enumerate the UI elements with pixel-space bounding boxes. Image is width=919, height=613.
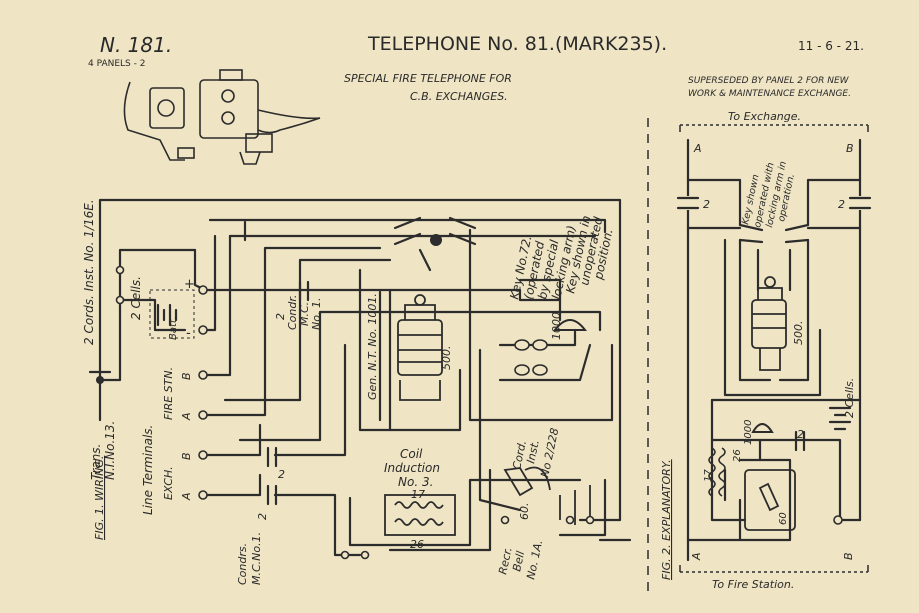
condr-value-a: 2 <box>278 468 285 481</box>
panels-label: 4 PANELS - 2 <box>88 59 145 69</box>
terminal-exch-b: B <box>180 452 193 460</box>
fig2-receiver <box>744 469 796 531</box>
coil-label-3: No. 3. <box>398 475 433 489</box>
line-terminals-label: Line Terminals. <box>141 425 155 515</box>
fig2-key-contacts <box>738 223 810 244</box>
fig2-coil-26: 26 <box>732 449 743 462</box>
trans-label: Trans. <box>89 444 103 480</box>
fig2-gen-500: 500. <box>792 321 805 346</box>
coil-26-label: 26 <box>410 538 424 551</box>
superseded-line-1: SUPERSEDED BY PANEL 2 FOR NEW <box>688 76 850 86</box>
cord-inst-terminals <box>514 339 548 376</box>
subtitle-line-1: SPECIAL FIRE TELEPHONE FOR <box>344 72 512 85</box>
fig2-bell-1000 <box>751 423 774 433</box>
fig2-cells-label: 2 Cells. <box>843 378 856 418</box>
coil-17-label: 17 <box>411 488 425 501</box>
condr-value-b: 2 <box>256 513 269 520</box>
condrs-label: Condrs. <box>236 543 249 585</box>
recr-label-2: Bell <box>510 550 527 573</box>
batt-label: Batt. <box>168 316 179 340</box>
batt-plus: + <box>184 277 195 292</box>
batt-minus: - <box>186 326 191 341</box>
date-label: 11 - 6 - 21. <box>798 39 864 53</box>
condrs-mc-label: M.C.No.1. <box>250 532 263 585</box>
fig2-terminal <box>833 515 843 525</box>
fig2-line-condensers <box>676 196 872 210</box>
receiver-bell-1a <box>503 466 591 525</box>
fig2-to-exchange: To Exchange. <box>728 110 801 123</box>
fig2-label-b-top: B <box>846 142 854 155</box>
terminal-fire-a: A <box>180 412 193 421</box>
recr-label-1: Recr. <box>496 546 514 576</box>
terminal-fire-b: B <box>180 372 193 380</box>
fig2-cap-left-label: 2 <box>703 198 710 211</box>
cords-inst-label: 2 Cords. Inst. No. 1/16E. <box>82 199 96 345</box>
fig2-condenser-2 <box>794 430 806 452</box>
fig2-recr-60: 60 <box>778 512 789 525</box>
fig2-caption: FIG. 2. EXPLANATORY. <box>660 459 673 580</box>
telephone-illustration <box>123 69 321 165</box>
condr-label-4: No. 1. <box>310 298 323 330</box>
outer-wire-top <box>98 198 622 442</box>
exch-label: EXCH. <box>162 466 175 500</box>
trans-no-label: N.I.No.13. <box>103 421 117 480</box>
fig2-label-a-top: A <box>693 142 702 155</box>
coil-label-1: Coil <box>400 447 423 461</box>
cord-label-1: Cord. <box>510 439 529 470</box>
bell-1000-label: 1000 <box>550 312 563 340</box>
recr-label-3: No. 1A. <box>524 539 545 581</box>
cord-label-3: No 2/228 <box>538 427 561 479</box>
fig2-bell-1000-label: 1000 <box>743 420 754 445</box>
fig2-label-b-bottom: B <box>842 552 855 560</box>
terminal-dots <box>115 265 595 560</box>
superseded-line-2: WORK & MAINTENANCE EXCHANGE. <box>688 89 851 99</box>
bell-1000-symbol <box>552 319 588 331</box>
condenser-mc1 <box>298 280 310 302</box>
fig2-generator <box>751 276 787 371</box>
transmitter-symbol <box>88 370 112 384</box>
generator-nt1001 <box>397 294 443 401</box>
fig2-cap-right-label: 2 <box>838 198 845 211</box>
condr-label-3: M.C. <box>298 302 311 326</box>
generator-500: 500. <box>440 346 453 371</box>
battery-symbol <box>149 289 195 339</box>
cord-label-2: Inst. <box>524 439 542 465</box>
fig1-caption: FIG. 1. WIRING. <box>93 456 106 540</box>
fig2-label-a-bottom: A <box>690 552 703 561</box>
fire-stn-label: FIRE STN. <box>162 367 175 420</box>
fig1-wiring: FIG. 1. WIRING. 2 Cords. Inst. No. 1/16E… <box>82 198 632 585</box>
fig2-induction-coil <box>708 447 726 497</box>
cells-label: 2 Cells. <box>129 276 143 320</box>
fig2-coil-17: 17 <box>703 469 714 482</box>
condensers-pair <box>266 446 278 506</box>
induction-coil-no3 <box>384 494 456 536</box>
fig2-to-fire-station: To Fire Station. <box>712 578 794 591</box>
condr-label-2: Condr. <box>286 295 299 330</box>
fig2-explanatory: To Exchange. To Fire Station. A B A B 2 … <box>660 110 872 591</box>
key-no72-contacts <box>393 216 477 246</box>
generator-label: Gen. N.T. No. 1001. <box>366 293 379 400</box>
subtitle-line-2: C.B. EXCHANGES. <box>410 90 508 103</box>
fig2-cap-mid-label: 2 <box>797 428 804 441</box>
coil-label-2: Induction <box>384 461 440 475</box>
drawing-number: N. 181. <box>100 33 172 57</box>
page-title: TELEPHONE No. 81.(MARK235). <box>367 33 667 55</box>
condr-label-1: 2 <box>274 313 287 320</box>
recr-60-label: 60. <box>518 503 531 521</box>
fig2-battery <box>828 406 852 431</box>
terminal-exch-a: A <box>180 492 193 501</box>
